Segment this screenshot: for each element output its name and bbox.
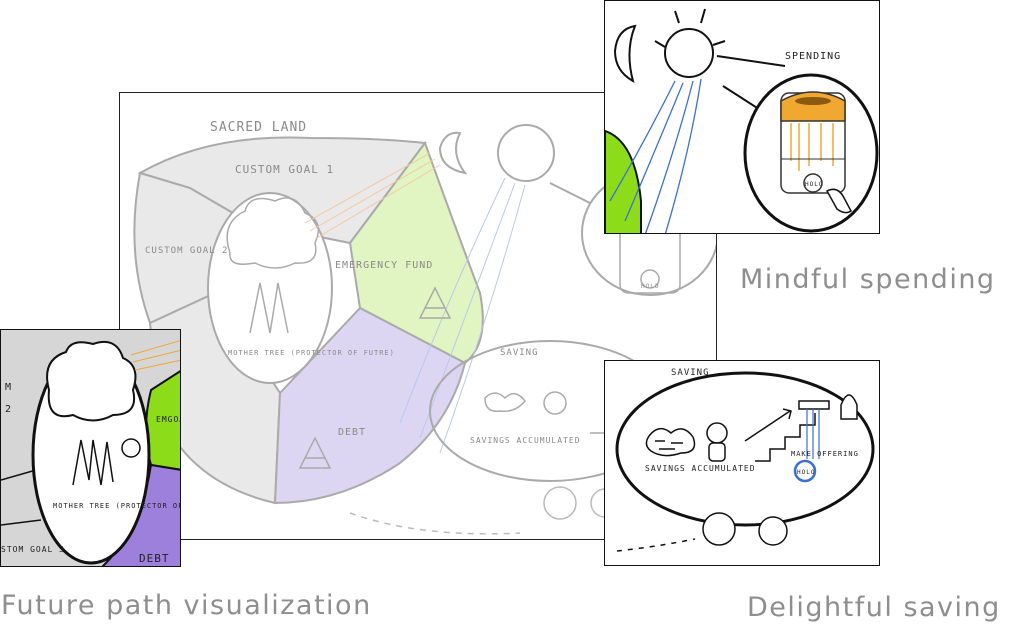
spending-label: SPENDING [785,51,841,62]
shrine-icon [840,394,858,420]
moon-icon [613,24,637,84]
sun-icon [664,28,714,78]
future-path-caption: Future path visualization [1,590,372,621]
emergency-fund-label: EMERGENCY FUND [335,260,433,271]
spending-panel: HOLO SPENDING [604,0,880,234]
stairs-icon [755,413,816,462]
spending-drawing: HOLO SPENDING [605,8,879,233]
savings-accumulated-label: SAVINGS ACCUMULATED [470,436,581,445]
coin-label: HOLO [797,469,815,476]
custom-goal-1-label: CUSTOM GOAL 1 [235,163,334,176]
mindful-spending-caption: Mindful spending [740,264,996,295]
moon-icon [438,131,468,175]
saving-label: SAVING [671,368,710,378]
make-offering-label: MAKE OFFERING [791,450,859,458]
future-path-panel: M 2 STOM GOAL 3 EMGOAL 3 MOTHER TREE (PR… [0,329,181,567]
saving-drawing: HOLO SAVING SAVINGS ACCUMULATED MAKE OFF… [615,368,875,552]
emergency-land-edge [605,129,642,233]
saving-oval [615,371,875,527]
mother-tree-oval [207,192,333,384]
goat-icon [706,422,728,444]
coin-icon [803,173,823,193]
label-left-top: M [5,382,12,393]
emergency-label: EMGOAL 3 [156,415,181,424]
debt-label: DEBT [338,427,366,438]
coin-label: HOLO [641,283,659,290]
offering-altar-icon [798,400,830,410]
sun-icon [497,124,555,182]
debt-label: DEBT [139,552,170,565]
custom-goal-3-label: STOM GOAL 3 [1,545,65,554]
tree-canopy-icon [46,340,137,422]
goat-icon [121,438,141,458]
sheep-icon [702,512,736,546]
saving-panel: HOLO SAVING SAVINGS ACCUMULATED MAKE OFF… [604,360,880,566]
sheep-icon-2 [758,516,788,546]
coin-label: HOLO [805,181,823,188]
savings-accumulated-label: SAVINGS ACCUMULATED [645,464,756,473]
saving-label: SAVING [500,348,539,358]
mother-tree-label: MOTHER TREE (PROTECTOR OF FUTRE) [53,502,181,510]
label-left-mid: 2 [5,404,12,415]
future-path-drawing: M 2 STOM GOAL 3 EMGOAL 3 MOTHER TREE (PR… [1,330,181,566]
coin-icon [793,459,817,483]
delightful-saving-caption: Delightful saving [747,592,1001,623]
mother-tree-label: MOTHER TREE (PROTECTOR OF FUTRE) [228,349,395,357]
sacred-land-label: SACRED LAND [210,120,307,135]
savings-pile-icon [645,427,696,457]
custom-goal-2-label: CUSTOM GOAL 2 [145,246,228,256]
tree-trunk-icon [72,439,114,486]
finger-icon [825,188,852,214]
